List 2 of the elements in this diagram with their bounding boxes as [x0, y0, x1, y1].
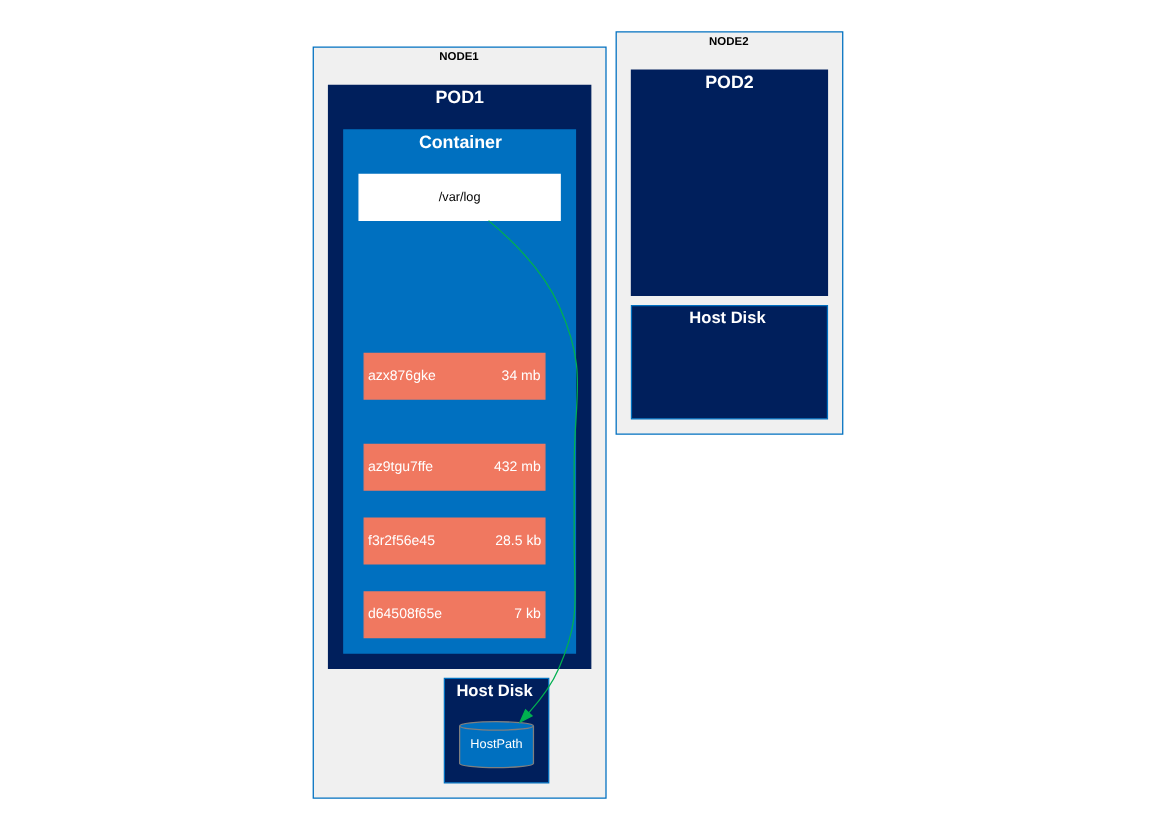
arrow [487, 220, 579, 724]
node-box: POD2 [630, 69, 829, 296]
